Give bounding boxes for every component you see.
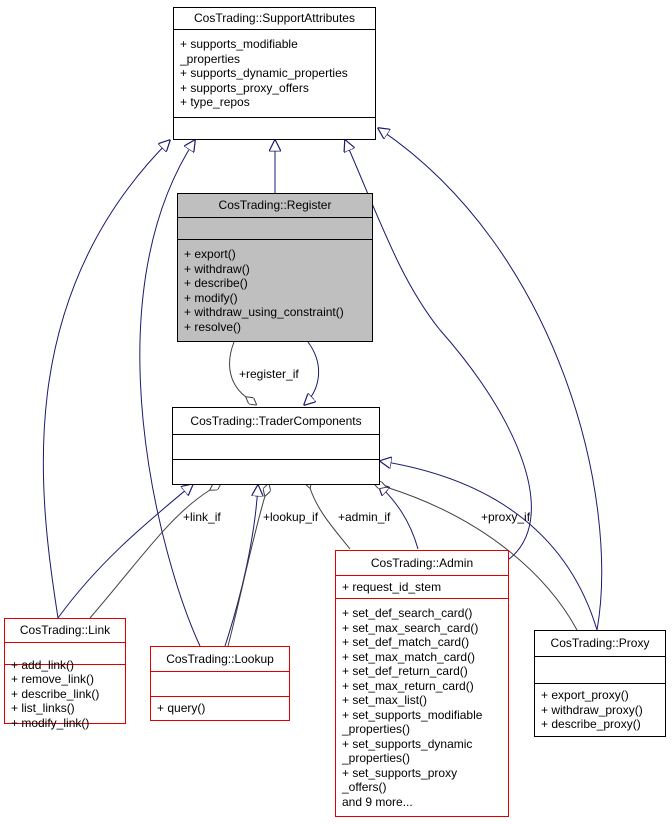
class-trader-components[interactable]: CosTrading::TraderComponents — [172, 407, 380, 485]
method: + set_supports_proxy — [342, 765, 458, 780]
edge-link-if — [89, 490, 210, 619]
edge-lookup-inherits-trader-components — [224, 485, 258, 647]
method: + remove_link() — [11, 672, 95, 687]
edge-proxy-inherits-trader-components — [380, 461, 598, 631]
class-title: CosTrading::SupportAttributes — [194, 11, 355, 26]
methods-section: + export_proxy() + withdraw_proxy() + de… — [535, 683, 665, 736]
class-title: CosTrading::Admin — [370, 555, 474, 570]
class-lookup[interactable]: CosTrading::Lookup + query() — [150, 646, 290, 721]
edge-link-inherits-trader-components — [57, 484, 193, 619]
edge-label-proxy-if: +proxy_if — [481, 510, 531, 524]
class-title: CosTrading::Register — [218, 198, 332, 213]
method: + set_def_return_card() — [342, 664, 468, 678]
edge-lookup-inherits-support-attributes — [139, 140, 201, 647]
attribute: + supports_modifiable — [180, 37, 298, 52]
method: + modify_link() — [11, 715, 90, 730]
method: + withdraw() — [184, 261, 250, 276]
method: + describe() — [184, 276, 248, 290]
methods-section — [173, 459, 379, 484]
edge-admin-inherits-support-attributes — [345, 140, 532, 561]
methods-section: + add_link() + remove_link() + describe_… — [5, 658, 125, 730]
attribute: + supports_dynamic_properties — [180, 66, 348, 81]
edge-admin-if — [310, 488, 351, 550]
edge-proxy-if — [386, 487, 578, 631]
method: + query() — [157, 701, 206, 716]
edge-label-lookup-if: +lookup_if — [263, 510, 319, 524]
edge-label-admin-if: +admin_if — [338, 510, 391, 524]
class-support-attributes[interactable]: CosTrading::SupportAttributes + supports… — [173, 7, 376, 140]
edge-proxy-inherits-support-attributes — [378, 128, 603, 631]
method: + list_links() — [11, 701, 75, 716]
edge-label-register-if: +register_if — [239, 367, 299, 381]
class-admin[interactable]: CosTrading::Admin + request_id_stem + se… — [335, 550, 509, 817]
edge-label-link-if: +link_if — [183, 510, 221, 524]
attributes-section — [5, 642, 125, 664]
methods-section: + query() — [151, 696, 289, 720]
attributes-section — [173, 434, 379, 459]
method: _properties() — [342, 751, 411, 765]
class-title: CosTrading::Proxy — [550, 636, 650, 651]
edge-lookup-if — [227, 496, 265, 647]
method: _properties() — [342, 722, 411, 736]
attributes-section — [151, 671, 289, 696]
method: + set_def_match_card() — [342, 635, 470, 649]
method: + set_def_search_card() — [342, 606, 473, 620]
class-register[interactable]: CosTrading::Register + export() + withdr… — [177, 193, 373, 342]
method: + set_max_match_card() — [342, 649, 476, 664]
class-title: CosTrading::Link — [19, 623, 111, 638]
method: + withdraw_proxy() — [541, 702, 643, 717]
method: + set_max_list() — [342, 693, 428, 707]
class-link[interactable]: CosTrading::Link + add_link() + remove_l… — [4, 618, 126, 730]
method: + export() — [184, 247, 236, 261]
attributes-section: + request_id_stem — [336, 575, 508, 598]
method: + export_proxy() — [541, 688, 629, 703]
edge-register-if — [229, 341, 246, 397]
attributes-section: + supports_modifiable _properties + supp… — [174, 29, 375, 117]
method: + withdraw_using_constraint() — [184, 305, 344, 319]
methods-section: + set_def_search_card() + set_max_search… — [336, 598, 508, 816]
methods-section — [174, 117, 375, 139]
method: + describe_link() — [11, 686, 100, 701]
method: + set_max_return_card() — [342, 678, 474, 693]
attribute: _properties — [180, 51, 241, 66]
method: + resolve() — [184, 319, 242, 334]
method: + set_max_search_card() — [342, 620, 479, 635]
method: + describe_proxy() — [541, 717, 641, 732]
class-title: CosTrading::Lookup — [166, 651, 274, 666]
method: + add_link() — [11, 657, 75, 672]
methods-section: + export() + withdraw() + describe() + m… — [178, 239, 372, 341]
attribute: + type_repos — [180, 95, 250, 110]
method: + set_supports_dynamic — [342, 736, 473, 751]
attribute: + request_id_stem — [342, 579, 442, 594]
class-proxy[interactable]: CosTrading::Proxy + export_proxy() + wit… — [534, 630, 666, 737]
method: + set_supports_modifiable — [342, 707, 483, 722]
more-methods: and 9 more... — [342, 794, 413, 809]
edge-link-inherits-support-attributes — [42, 140, 170, 619]
edge-register-inherits-trader-components — [304, 341, 320, 405]
attributes-section — [535, 656, 665, 683]
method: _offers() — [342, 780, 387, 794]
method: + modify() — [184, 290, 238, 305]
attributes-section — [178, 217, 372, 239]
attribute: + supports_proxy_offers — [180, 80, 309, 95]
class-title: CosTrading::TraderComponents — [190, 413, 362, 428]
